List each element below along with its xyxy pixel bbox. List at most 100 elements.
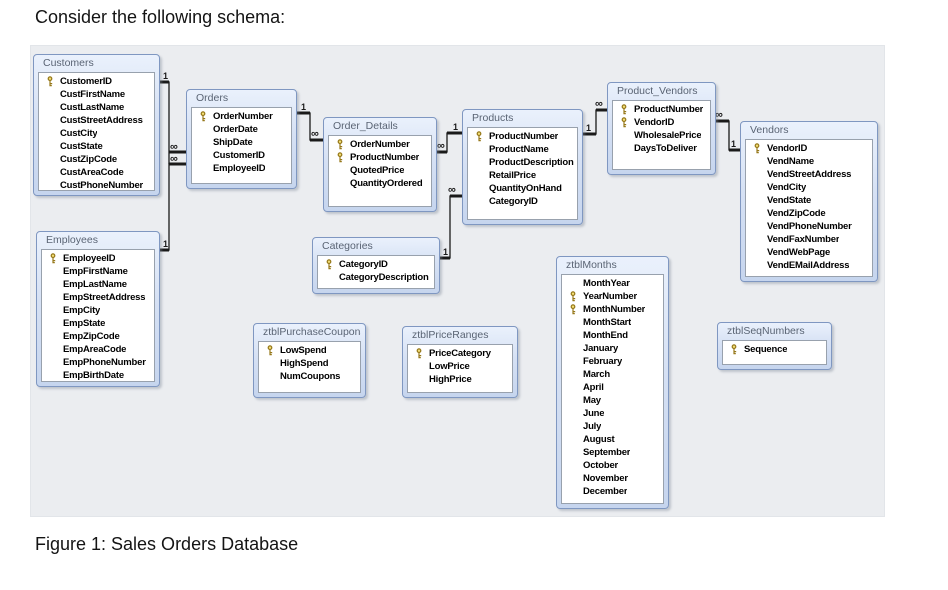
key-icon — [267, 345, 272, 356]
field-name: VendCity — [767, 182, 807, 193]
primary-key-cell — [746, 143, 767, 154]
field-vendors-vendname: VendName — [746, 155, 872, 168]
field-customers-custphonenumber: CustPhoneNumber — [39, 179, 154, 190]
field-categories-categoryid: CategoryID — [318, 258, 434, 271]
field-categories-categorydescription: CategoryDescription — [318, 271, 434, 284]
field-name: EmployeeID — [63, 253, 116, 264]
field-customers-custstreetaddress: CustStreetAddress — [39, 114, 154, 127]
key-icon — [200, 111, 205, 122]
field-ztbl-months-yearnumber: YearNumber — [562, 290, 663, 303]
field-ztbl-seq-numbers-sequence: Sequence — [723, 343, 826, 356]
field-ztbl-months-monthstart: MonthStart — [562, 316, 663, 329]
field-ztbl-months-may: May — [562, 394, 663, 407]
field-employees-empzipcode: EmpZipCode — [42, 330, 154, 343]
field-name: DaysToDeliver — [634, 143, 697, 154]
key-icon — [570, 304, 575, 315]
field-name: April — [583, 382, 604, 393]
primary-key-cell — [613, 117, 634, 128]
field-name: EmpState — [63, 318, 106, 329]
primary-key-cell — [329, 152, 350, 163]
field-product-vendors-wholesaleprice: WholesalePrice — [613, 129, 710, 142]
field-ztbl-months-september: September — [562, 446, 663, 459]
field-name: CustAreaCode — [60, 167, 124, 178]
field-order-details-ordernumber: OrderNumber — [329, 138, 431, 151]
key-icon — [754, 143, 759, 154]
field-ztbl-months-february: February — [562, 355, 663, 368]
primary-key-cell — [468, 131, 489, 142]
field-employees-empstreetaddress: EmpStreetAddress — [42, 291, 154, 304]
key-icon — [337, 152, 342, 163]
field-name: VendName — [767, 156, 814, 167]
field-ztbl-months-august: August — [562, 433, 663, 446]
field-customers-custzipcode: CustZipCode — [39, 153, 154, 166]
field-name: MonthNumber — [583, 304, 646, 315]
field-name: OrderDate — [213, 124, 258, 135]
field-name: CustFirstName — [60, 89, 125, 100]
table-title-orders: Orders — [196, 92, 229, 104]
key-icon — [337, 139, 342, 150]
field-name: VendState — [767, 195, 812, 206]
key-icon — [416, 348, 421, 359]
page-title: Consider the following schema: — [35, 7, 286, 27]
field-name: CustZipCode — [60, 154, 117, 165]
table-title-customers: Customers — [43, 57, 94, 69]
table-title-ztbl-purchase-coupons: ztblPurchaseCoupons — [263, 326, 361, 338]
key-icon — [731, 344, 736, 355]
field-customers-custstate: CustState — [39, 140, 154, 153]
field-name: EmpAreaCode — [63, 344, 127, 355]
field-orders-orderdate: OrderDate — [192, 123, 291, 136]
primary-key-cell — [42, 253, 63, 264]
field-name: Sequence — [744, 344, 788, 355]
field-name: OrderNumber — [350, 139, 410, 150]
field-name: July — [583, 421, 602, 432]
field-customers-customerid: CustomerID — [39, 75, 154, 88]
field-ztbl-purchase-coupons-lowspend: LowSpend — [259, 344, 360, 357]
field-products-productdescription: ProductDescription — [468, 156, 577, 169]
key-icon — [476, 131, 481, 142]
field-ztbl-months-monthyear: MonthYear — [562, 277, 663, 290]
field-name: RetailPrice — [489, 170, 536, 181]
field-name: June — [583, 408, 605, 419]
field-name: LowSpend — [280, 345, 327, 356]
field-name: September — [583, 447, 631, 458]
field-name: YearNumber — [583, 291, 637, 302]
field-name: ProductName — [489, 144, 549, 155]
field-products-productnumber: ProductNumber — [468, 130, 577, 143]
field-employees-empcity: EmpCity — [42, 304, 154, 317]
field-name: VendWebPage — [767, 247, 831, 258]
field-customers-custlastname: CustLastName — [39, 101, 154, 114]
field-products-productname: ProductName — [468, 143, 577, 156]
field-customers-custfirstname: CustFirstName — [39, 88, 154, 101]
table-title-categories: Categories — [322, 240, 373, 252]
field-name: EmpBirthDate — [63, 370, 124, 381]
field-name: CategoryID — [339, 259, 388, 270]
field-name: EmployeeID — [213, 163, 266, 174]
field-employees-empareacode: EmpAreaCode — [42, 343, 154, 356]
table-title-ztbl-months: ztblMonths — [566, 259, 617, 271]
field-name: MonthStart — [583, 317, 632, 328]
field-name: CustState — [60, 141, 103, 152]
field-name: CustStreetAddress — [60, 115, 143, 126]
figure-caption: Figure 1: Sales Orders Database — [35, 534, 299, 554]
field-product-vendors-vendorid: VendorID — [613, 116, 710, 129]
table-title-ztbl-price-ranges: ztblPriceRanges — [412, 329, 489, 341]
primary-key-cell — [613, 104, 634, 115]
field-name: OrderNumber — [213, 111, 273, 122]
field-name: PriceCategory — [429, 348, 491, 359]
field-name: December — [583, 486, 628, 497]
